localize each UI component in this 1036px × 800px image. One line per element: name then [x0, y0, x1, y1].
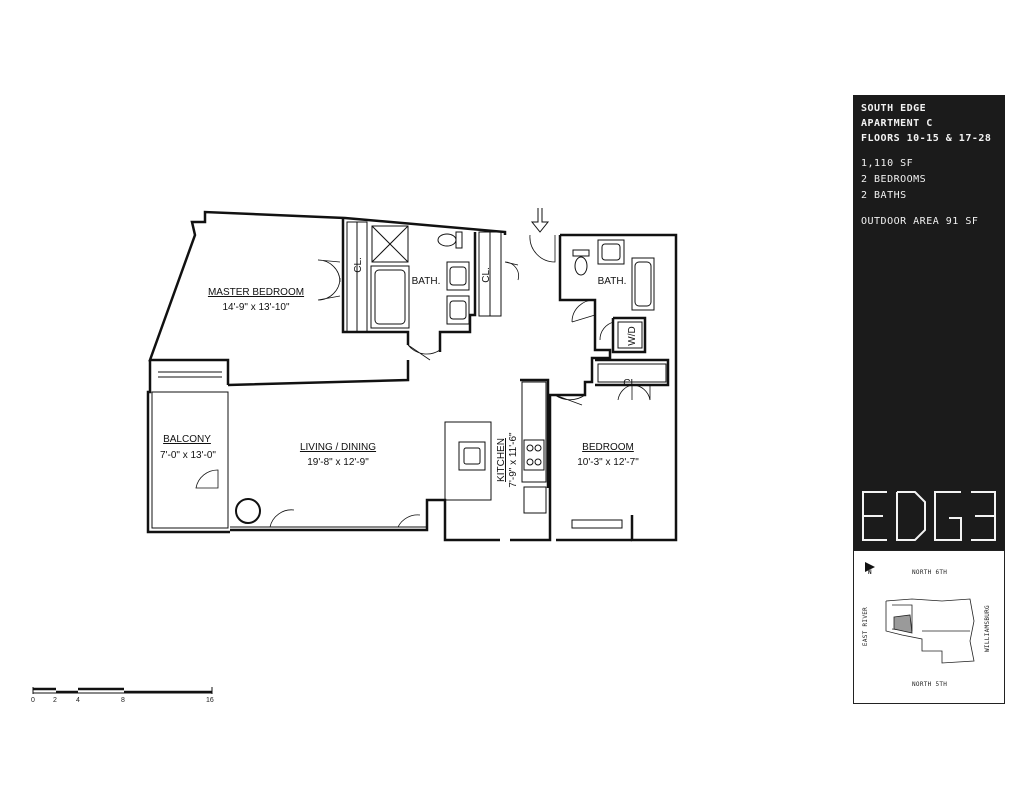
balcony-dims: 7'-0" x 13'-0" [160, 450, 216, 461]
living-dining-label: LIVING / DINING [300, 442, 376, 453]
street-north-5th: NORTH 5TH [912, 681, 948, 688]
washer-dryer-label: W/D [627, 326, 638, 345]
wall-master-west [148, 210, 507, 385]
scale-tick-8: 8 [121, 697, 125, 704]
floor-plan: MASTER BEDROOM 14'-9" x 13'-10" LIVING /… [32, 208, 678, 694]
east-river-label: EAST RIVER [862, 606, 870, 647]
scale-tick-2: 2 [53, 697, 57, 704]
scale-tick-4: 4 [76, 697, 80, 704]
wall-kitchen-west [520, 378, 550, 488]
info-panel: SOUTH EDGE APARTMENT C FLOORS 10-15 & 17… [853, 95, 1005, 550]
bedrooms-text: 2 BEDROOMS [861, 174, 927, 185]
balcony-label: BALCONY [163, 434, 211, 445]
scale-tick-16: 16 [206, 697, 214, 704]
williamsburg-label: WILLIAMSBURG [983, 605, 991, 652]
north-label: N [868, 569, 872, 576]
unit-name: APARTMENT C [861, 118, 933, 129]
wall-wd [611, 316, 647, 354]
master-bedroom-label: MASTER BEDROOM [208, 287, 304, 298]
master-bedroom-dims: 14'-9" x 13'-10" [222, 302, 290, 313]
wall-bath-south [341, 218, 410, 345]
wall-living-south [230, 498, 500, 542]
wall-balcony-west [146, 360, 230, 534]
edge-logo [862, 491, 996, 541]
site-keymap: N NORTH 6TH NORTH 5TH EAST RIVER WILLIAM… [853, 550, 1005, 704]
closet-label-master: CL. [353, 257, 364, 273]
closet-label-bedroom: CL. [623, 378, 639, 389]
wall-bath2-south [438, 232, 477, 352]
building-name: SOUTH EDGE [861, 103, 927, 114]
kitchen-label: KITCHEN [496, 438, 507, 482]
street-north-6th: NORTH 6TH [912, 569, 948, 576]
bedroom-label: BEDROOM [582, 442, 634, 453]
baths-text: 2 BATHS [861, 190, 907, 201]
outdoor-text: OUTDOOR AREA 91 SF [861, 216, 979, 227]
site-plan-drawing [885, 598, 975, 664]
scale-tick-0: 0 [31, 697, 35, 704]
wall-bedroom-east [560, 233, 678, 542]
scale-bar [32, 687, 213, 694]
bath-label-second: BATH. [598, 276, 627, 287]
kitchen-dims: 7'-9" x 11'-6" [508, 432, 519, 488]
floors-text: FLOORS 10-15 & 17-28 [861, 133, 992, 144]
living-dining-dims: 19'-8" x 12'-9" [307, 457, 369, 468]
unit-highlight [893, 614, 913, 634]
north-arrow-icon [865, 562, 875, 572]
wall-kitchen-south [510, 515, 552, 542]
bedroom-dims: 10'-3" x 12'-7" [577, 457, 639, 468]
wall-master-south [227, 360, 410, 387]
bath-label-master: BATH. [412, 276, 441, 287]
closet-label-hall: CL. [481, 267, 492, 283]
area-text: 1,110 SF [861, 158, 914, 169]
wall-bedroom-west [548, 235, 612, 515]
